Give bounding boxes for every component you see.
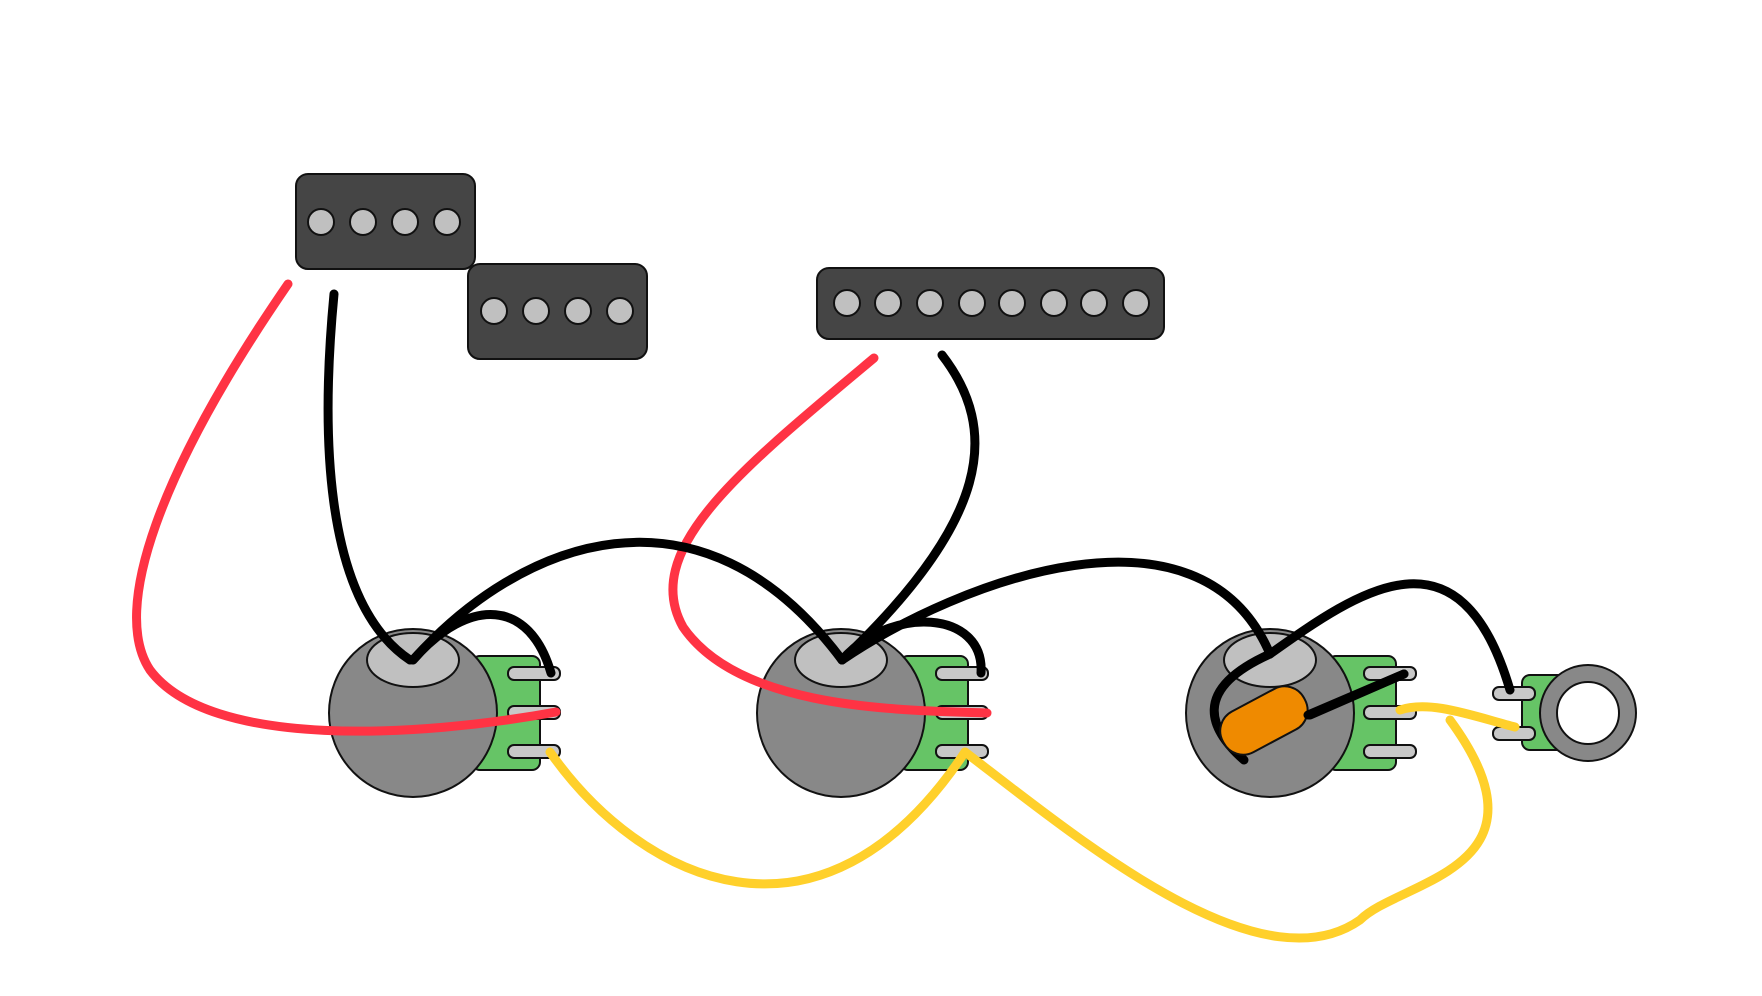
pole-piece bbox=[564, 297, 592, 325]
pickup-split-coil-upper bbox=[295, 173, 476, 270]
wire-pickup1-ground bbox=[323, 289, 415, 665]
potentiometer-pot-1 bbox=[328, 628, 561, 798]
wire-pickup2-hot bbox=[668, 353, 992, 718]
pole-piece bbox=[833, 289, 861, 317]
pole-piece bbox=[349, 208, 377, 236]
pole-piece bbox=[391, 208, 419, 236]
pickup-body bbox=[467, 263, 648, 360]
pole-piece bbox=[958, 289, 986, 317]
pickup-single-coil bbox=[816, 267, 1165, 340]
wire-pot1-lug1-ground bbox=[408, 610, 556, 678]
pole-piece bbox=[874, 289, 902, 317]
pole-piece bbox=[606, 297, 634, 325]
wire-signal-pot3-jack bbox=[1395, 702, 1520, 732]
pole-piece bbox=[433, 208, 461, 236]
pole-piece bbox=[916, 289, 944, 317]
pole-piece bbox=[1122, 289, 1150, 317]
output-jack bbox=[1492, 664, 1637, 762]
pole-piece bbox=[307, 208, 335, 236]
components-top-layer bbox=[1219, 669, 1409, 756]
pickup-body bbox=[295, 173, 476, 270]
wire-signal-pot1-pot2 bbox=[545, 747, 970, 889]
pickup-split-coil-lower bbox=[467, 263, 648, 360]
pot-lug bbox=[935, 666, 989, 681]
wire-pickup1-hot bbox=[132, 279, 561, 736]
pole-piece bbox=[1040, 289, 1068, 317]
wire-ground-pot1-pot2 bbox=[408, 537, 847, 665]
capacitor-body bbox=[1219, 685, 1309, 756]
pole-piece bbox=[1080, 289, 1108, 317]
wire-ground-pot3-jack bbox=[1265, 579, 1515, 695]
pot-lug bbox=[1363, 744, 1417, 759]
capacitor-lead bbox=[1303, 669, 1409, 720]
pole-piece bbox=[998, 289, 1026, 317]
wire-pot2-lug1-ground bbox=[837, 617, 986, 678]
pole-piece bbox=[522, 297, 550, 325]
jack-hole bbox=[1556, 681, 1620, 745]
pole-piece bbox=[480, 297, 508, 325]
jack-lug bbox=[1492, 686, 1536, 701]
capacitor bbox=[1219, 669, 1409, 756]
pot-shaft-top bbox=[1223, 632, 1317, 688]
wire-signal-pot2-pot3 bbox=[960, 715, 1493, 943]
pickup-body bbox=[816, 267, 1165, 340]
wire-pickup2-ground bbox=[837, 350, 980, 665]
